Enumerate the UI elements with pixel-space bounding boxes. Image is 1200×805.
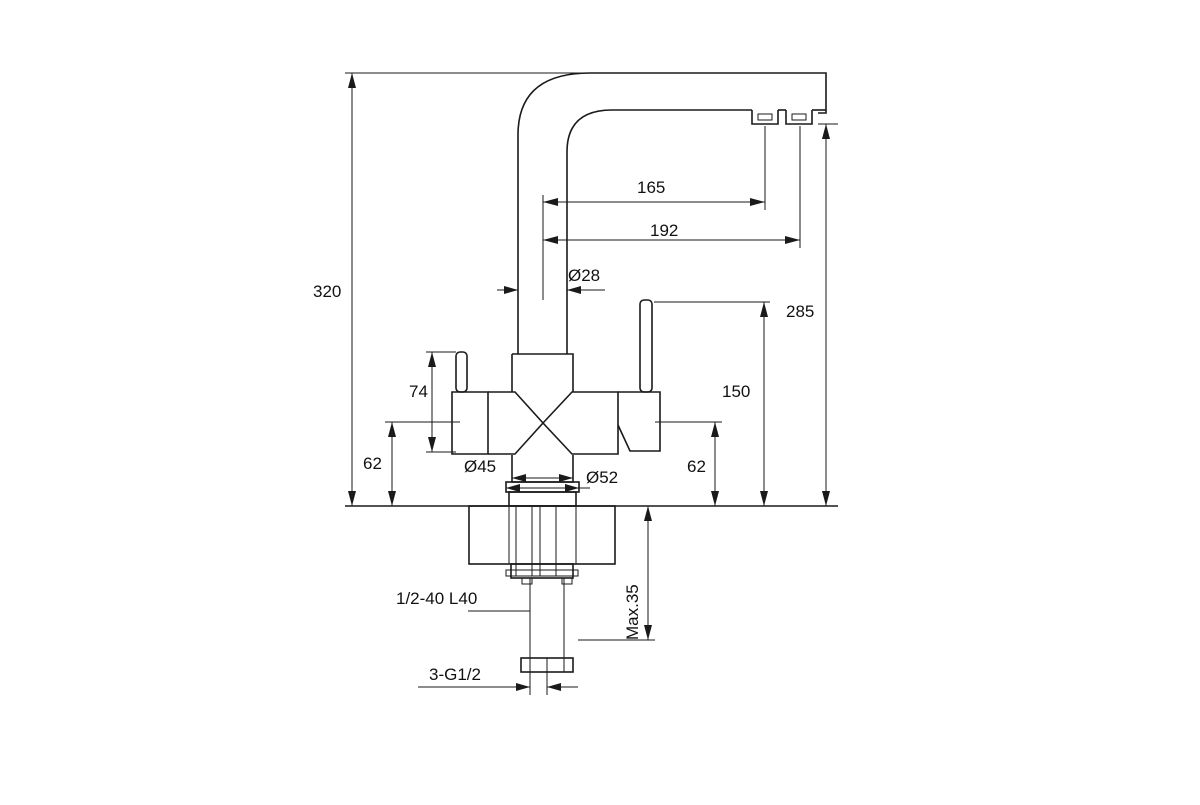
dim-connection: 3-G1/2 bbox=[429, 665, 481, 684]
dim-base-diameter: Ø52 bbox=[586, 468, 618, 487]
dim-max-thickness: Max.35 bbox=[623, 584, 642, 640]
dim-spout-diameter: Ø28 bbox=[568, 266, 600, 285]
dim-total-height: 320 bbox=[313, 282, 341, 301]
dim-reach-165: 165 bbox=[637, 178, 665, 197]
dim-right-handle-height: 150 bbox=[722, 382, 750, 401]
dim-left-body-height: 62 bbox=[363, 454, 382, 473]
dim-reach-192: 192 bbox=[650, 221, 678, 240]
dimension-lines bbox=[345, 72, 838, 695]
dim-right-body-height: 62 bbox=[687, 457, 706, 476]
dim-body-diameter: Ø45 bbox=[464, 457, 496, 476]
mounting-hardware bbox=[468, 505, 616, 673]
dim-left-handle-length: 74 bbox=[409, 382, 428, 401]
dim-hose-spec: 1/2-40 L40 bbox=[396, 589, 477, 608]
dim-outlet-height: 285 bbox=[786, 302, 814, 321]
